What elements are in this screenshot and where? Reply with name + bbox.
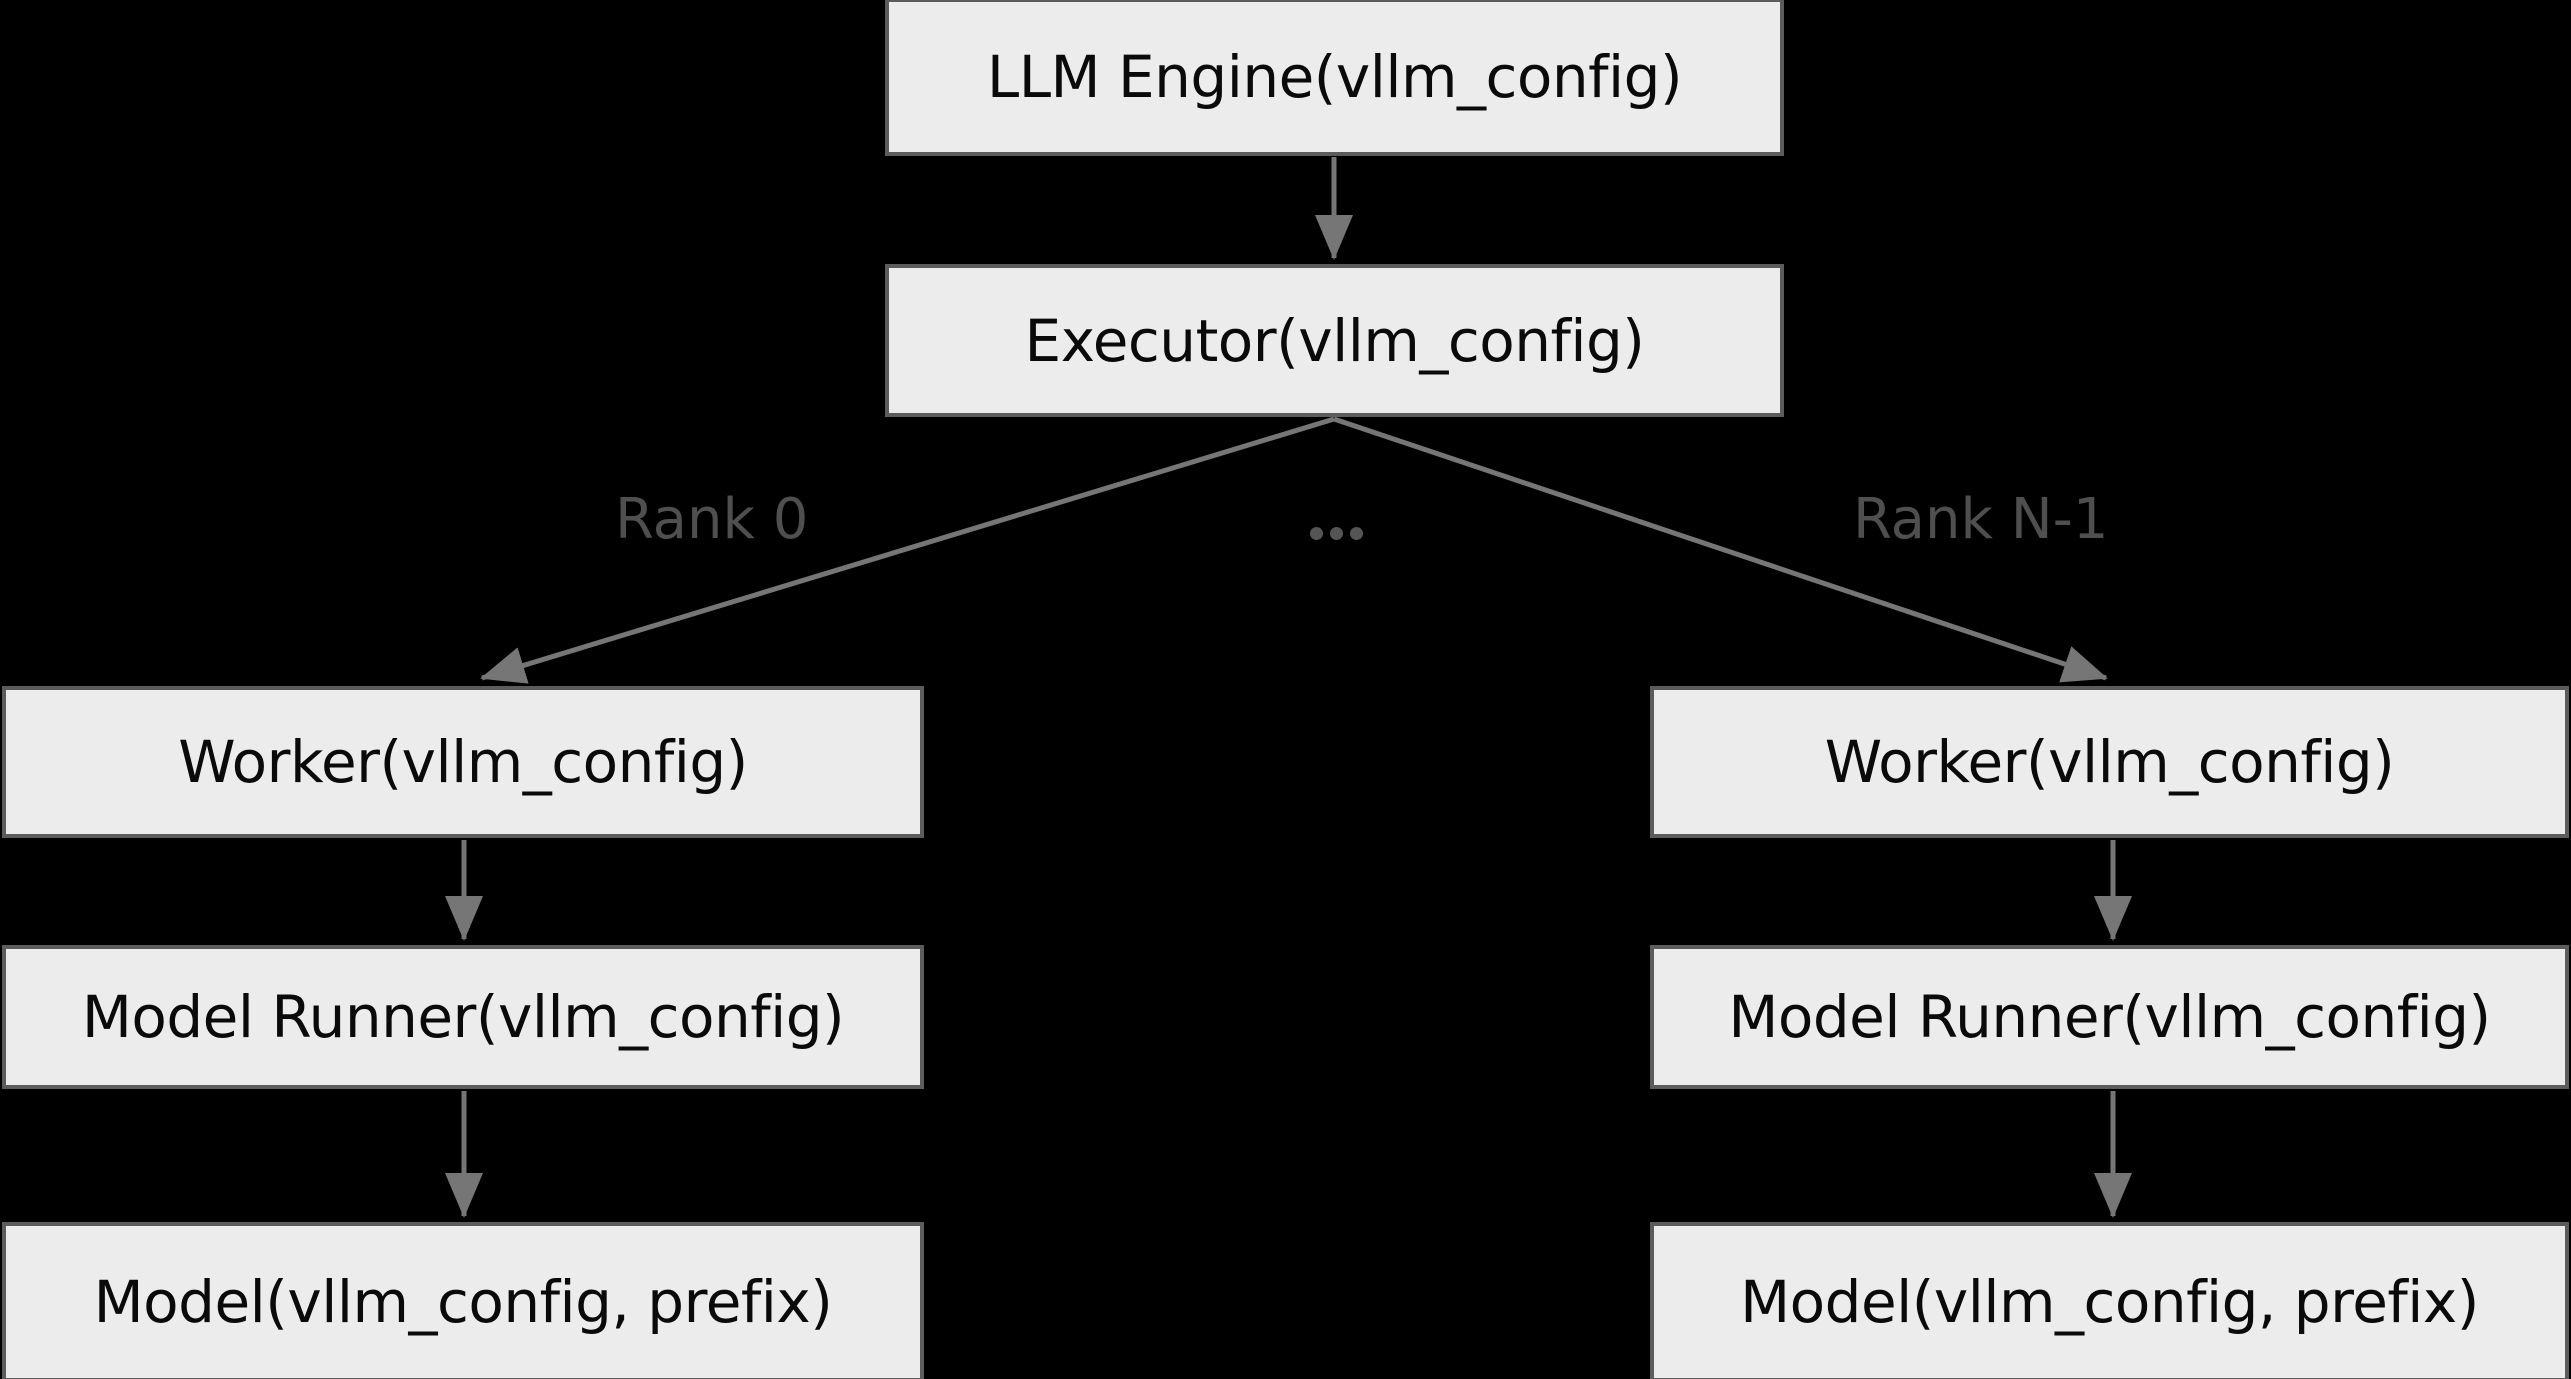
edge-label-rank-0: Rank 0 <box>615 487 809 552</box>
ellipsis-dot-1 <box>1310 527 1323 540</box>
node-model-rank0[interactable]: Model(vllm_config, prefix) <box>2 1222 924 1379</box>
node-model-runner-rank0-label: Model Runner(vllm_config) <box>81 983 845 1051</box>
node-llm-engine[interactable]: LLM Engine(vllm_config) <box>885 0 1784 156</box>
node-executor[interactable]: Executor(vllm_config) <box>885 264 1784 417</box>
ellipsis-dot-3 <box>1350 527 1363 540</box>
node-worker-rankn[interactable]: Worker(vllm_config) <box>1650 686 2569 838</box>
node-llm-engine-label: LLM Engine(vllm_config) <box>986 43 1683 111</box>
ellipsis-dot-2 <box>1330 527 1343 540</box>
node-worker-rankn-label: Worker(vllm_config) <box>1824 728 2395 796</box>
node-model-runner-rank0[interactable]: Model Runner(vllm_config) <box>2 945 924 1089</box>
node-model-runner-rankn-label: Model Runner(vllm_config) <box>1728 983 2491 1051</box>
node-worker-rank0[interactable]: Worker(vllm_config) <box>2 686 924 838</box>
node-worker-rank0-label: Worker(vllm_config) <box>178 728 748 796</box>
edge-label-ellipsis <box>1310 527 1363 540</box>
edge-label-rank-n: Rank N-1 <box>1853 487 2109 552</box>
edge-executor-to-worker-rank0 <box>480 416 1335 684</box>
node-model-rankn-label: Model(vllm_config, prefix) <box>1740 1268 2479 1336</box>
node-model-rankn[interactable]: Model(vllm_config, prefix) <box>1650 1222 2569 1379</box>
node-executor-label: Executor(vllm_config) <box>1024 306 1645 375</box>
node-model-runner-rankn[interactable]: Model Runner(vllm_config) <box>1650 945 2569 1089</box>
node-model-rank0-label: Model(vllm_config, prefix) <box>93 1268 833 1336</box>
